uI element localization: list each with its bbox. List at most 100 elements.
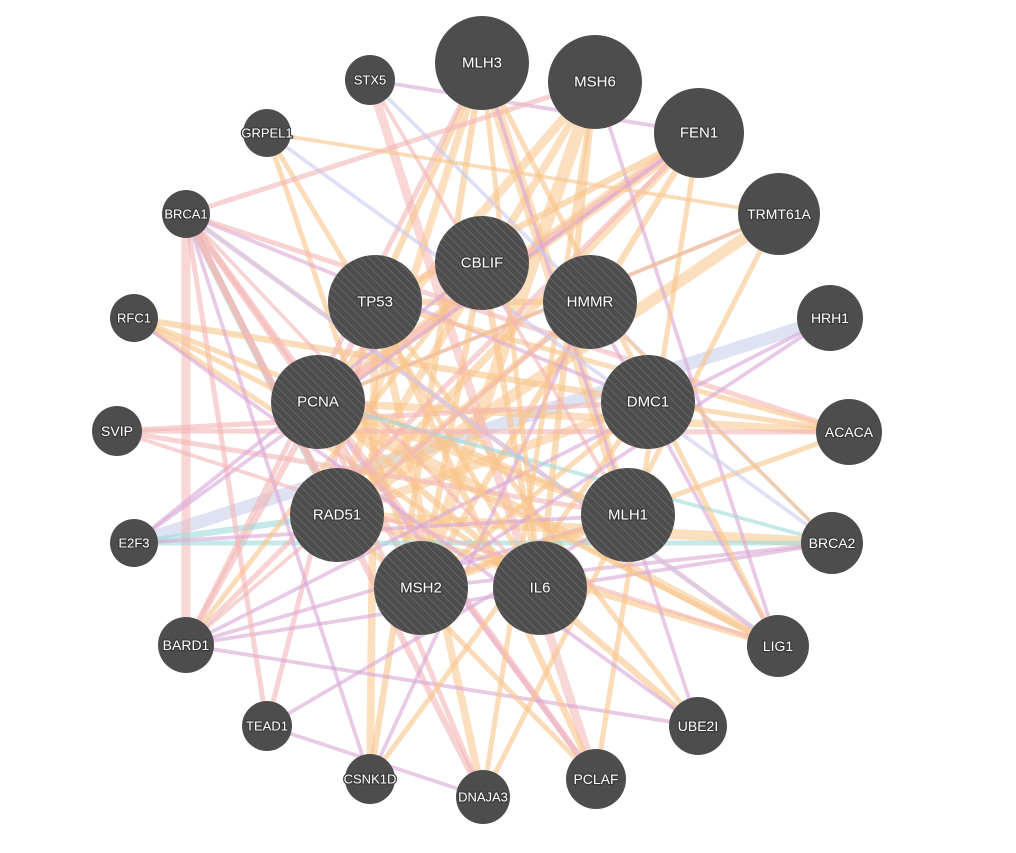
node-hmmr[interactable]: HMMR xyxy=(543,255,637,349)
node-circle-cblif[interactable] xyxy=(435,216,529,310)
node-grpel1[interactable]: GRPEL1 xyxy=(240,109,294,157)
node-circle-acaca[interactable] xyxy=(816,399,882,465)
node-brca1[interactable]: BRCA1 xyxy=(162,190,210,238)
node-mlh3[interactable]: MLH3 xyxy=(435,16,529,110)
node-circle-il6[interactable] xyxy=(493,541,587,635)
node-circle-svip[interactable] xyxy=(92,406,142,456)
node-circle-ube2i[interactable] xyxy=(669,697,727,755)
edge-brca2-pcna xyxy=(316,400,834,545)
node-msh6[interactable]: MSH6 xyxy=(548,35,642,129)
node-dnaja3[interactable]: DNAJA3 xyxy=(456,770,510,824)
node-circle-tead1[interactable] xyxy=(242,701,292,751)
edge-grpel1-trmt61a xyxy=(265,131,781,216)
edge-tp53-acaca xyxy=(372,299,852,435)
node-msh2[interactable]: MSH2 xyxy=(374,541,468,635)
node-label-brca1: BRCA1 xyxy=(164,207,207,222)
edge-rad51-brca1 xyxy=(182,210,341,519)
node-circle-brca2[interactable] xyxy=(801,512,863,574)
edge-lig1-mlh3 xyxy=(479,60,781,649)
node-label-fen1: FEN1 xyxy=(680,125,718,142)
node-label-stx5: STX5 xyxy=(354,73,387,88)
edge-brca2-grpel1 xyxy=(265,131,834,545)
node-circle-csnk1d[interactable] xyxy=(345,754,395,804)
edge-pclaf-brca1 xyxy=(182,210,600,783)
node-acaca[interactable]: ACACA xyxy=(816,399,882,465)
node-brca2[interactable]: BRCA2 xyxy=(801,512,863,574)
node-lig1[interactable]: LIG1 xyxy=(747,615,809,677)
node-circle-brca1[interactable] xyxy=(162,190,210,238)
node-label-acaca: ACACA xyxy=(825,424,874,440)
node-label-tead1: TEAD1 xyxy=(246,719,288,734)
node-tp53[interactable]: TP53 xyxy=(328,255,422,349)
edge-csnk1d-mlh3 xyxy=(366,59,486,783)
node-il6[interactable]: IL6 xyxy=(493,541,587,635)
edge-svip-acaca xyxy=(114,428,852,435)
node-bard1[interactable]: BARD1 xyxy=(158,617,214,673)
node-label-il6: IL6 xyxy=(530,580,551,597)
node-label-brca2: BRCA2 xyxy=(809,535,856,551)
node-mlh1[interactable]: MLH1 xyxy=(581,468,675,562)
edge-rfc1-mlh1 xyxy=(131,315,631,518)
edge-tp53-fen1 xyxy=(371,129,703,306)
node-trmt61a[interactable]: TRMT61A xyxy=(738,173,820,255)
node-label-cblif: CBLIF xyxy=(461,255,504,272)
node-hrh1[interactable]: HRH1 xyxy=(797,285,863,351)
node-circle-hrh1[interactable] xyxy=(797,285,863,351)
node-pcna[interactable]: PCNA xyxy=(271,355,365,449)
node-circle-lig1[interactable] xyxy=(747,615,809,677)
node-dmc1[interactable]: DMC1 xyxy=(601,355,695,449)
node-circle-pclaf[interactable] xyxy=(566,749,626,809)
node-pclaf[interactable]: PCLAF xyxy=(566,749,626,809)
edge-hmmr-bard1 xyxy=(184,300,592,647)
node-label-mlh3: MLH3 xyxy=(462,55,502,72)
node-stx5[interactable]: STX5 xyxy=(345,55,395,105)
node-circle-pcna[interactable] xyxy=(271,355,365,449)
node-circle-msh6[interactable] xyxy=(548,35,642,129)
node-ube2i[interactable]: UBE2I xyxy=(669,697,727,755)
edge-il6-mlh3 xyxy=(479,60,543,591)
node-circle-grpel1[interactable] xyxy=(243,109,291,157)
node-label-bard1: BARD1 xyxy=(163,637,210,653)
edge-tp53-pclaf xyxy=(371,298,600,783)
node-circle-trmt61a[interactable] xyxy=(738,173,820,255)
node-svip[interactable]: SVIP xyxy=(92,406,142,456)
edge-dnaja3-msh6 xyxy=(480,79,598,800)
node-tead1[interactable]: TEAD1 xyxy=(242,701,292,751)
node-rad51[interactable]: RAD51 xyxy=(290,468,384,562)
node-circle-hmmr[interactable] xyxy=(543,255,637,349)
edge-hmmr-brca2 xyxy=(588,300,834,545)
edge-stx5-fen1 xyxy=(368,78,701,135)
node-cblif[interactable]: CBLIF xyxy=(435,216,529,310)
node-circle-bard1[interactable] xyxy=(158,617,214,673)
edge-fen1-bard1 xyxy=(183,130,702,648)
edge-csnk1d-brca1 xyxy=(184,212,372,781)
node-circle-dmc1[interactable] xyxy=(601,355,695,449)
node-csnk1d[interactable]: CSNK1D xyxy=(342,754,398,804)
node-circle-rfc1[interactable] xyxy=(110,294,158,342)
edge-e2f3-fen1 xyxy=(132,131,701,545)
node-circle-fen1[interactable] xyxy=(654,88,744,178)
node-label-hrh1: HRH1 xyxy=(811,310,849,326)
node-circle-e2f3[interactable] xyxy=(110,519,158,567)
node-fen1[interactable]: FEN1 xyxy=(654,88,744,178)
node-circle-msh2[interactable] xyxy=(374,541,468,635)
node-label-hmmr: HMMR xyxy=(567,294,614,311)
edge-layer xyxy=(114,57,853,801)
node-e2f3[interactable]: E2F3 xyxy=(110,519,158,567)
node-label-msh6: MSH6 xyxy=(574,74,616,91)
edge-svip-lig1 xyxy=(115,429,780,648)
node-label-msh2: MSH2 xyxy=(400,580,442,597)
node-circle-stx5[interactable] xyxy=(345,55,395,105)
node-circle-rad51[interactable] xyxy=(290,468,384,562)
node-label-dnaja3: DNAJA3 xyxy=(458,790,508,805)
node-rfc1[interactable]: RFC1 xyxy=(110,294,158,342)
node-circle-mlh3[interactable] xyxy=(435,16,529,110)
node-label-csnk1d: CSNK1D xyxy=(344,772,397,787)
node-label-dmc1: DMC1 xyxy=(627,394,670,411)
node-circle-dnaja3[interactable] xyxy=(456,770,510,824)
node-circle-mlh1[interactable] xyxy=(581,468,675,562)
node-circle-tp53[interactable] xyxy=(328,255,422,349)
node-label-svip: SVIP xyxy=(101,423,133,439)
